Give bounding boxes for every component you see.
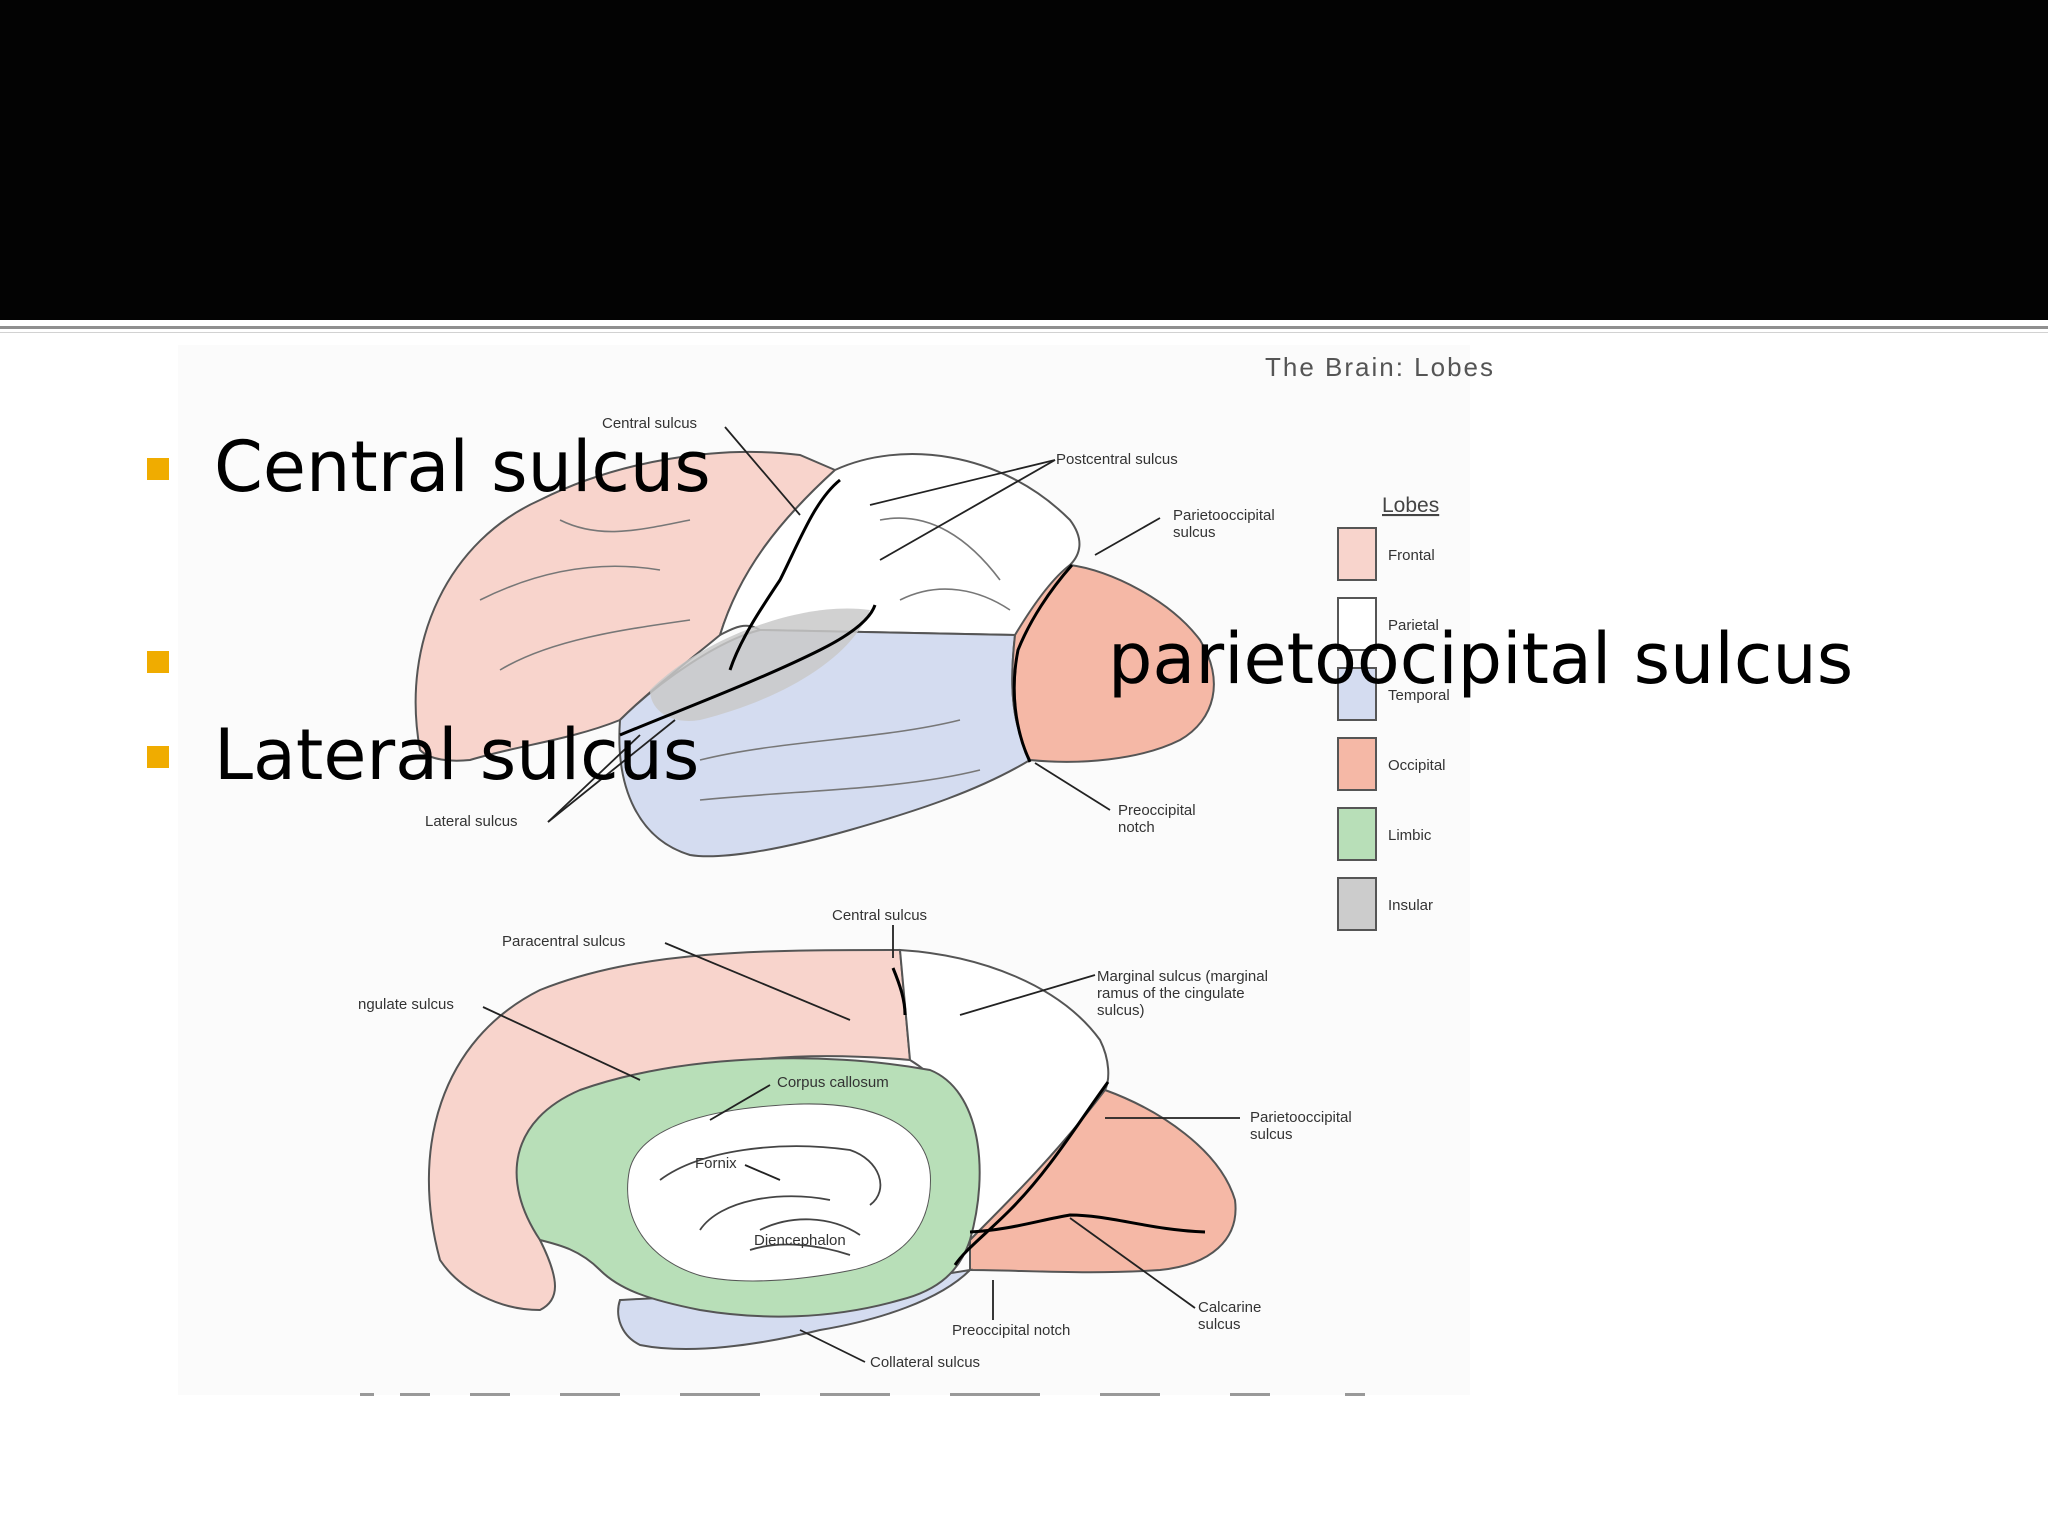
bullet-lateral-sulcus: Lateral sulcus bbox=[214, 714, 700, 796]
title-rule bbox=[0, 326, 2048, 329]
legend-label-parietal: Parietal bbox=[1388, 617, 1439, 634]
legend-title: Lobes bbox=[1382, 494, 1439, 517]
legend-label-frontal: Frontal bbox=[1388, 547, 1435, 564]
medial-label-calcarine-1: Calcarine bbox=[1198, 1299, 1261, 1316]
lateral-label-preoccipital-1: Preoccipital bbox=[1118, 802, 1196, 819]
legend-swatch-frontal bbox=[1337, 527, 1377, 581]
legend-label-insular: Insular bbox=[1388, 897, 1433, 914]
medial-diencephalon-area bbox=[628, 1104, 930, 1281]
lateral-label-lateral-sulcus: Lateral sulcus bbox=[425, 813, 518, 830]
legend-swatch-temporal bbox=[1337, 667, 1377, 721]
medial-label-central-sulcus: Central sulcus bbox=[832, 907, 927, 924]
legend-label-temporal: Temporal bbox=[1388, 687, 1450, 704]
legend-label-occipital: Occipital bbox=[1388, 757, 1446, 774]
bullet-marker bbox=[147, 651, 169, 673]
lateral-leader-lines bbox=[547, 426, 1161, 823]
medial-inner-structures bbox=[659, 1145, 882, 1256]
lateral-lateral-sulcus-line bbox=[619, 604, 877, 737]
figure-title: The Brain: Lobes bbox=[1265, 352, 1496, 382]
bullet-marker bbox=[147, 746, 169, 768]
legend-label-limbic: Limbic bbox=[1388, 827, 1432, 844]
medial-label-preoccipital-notch: Preoccipital notch bbox=[952, 1322, 1070, 1339]
medial-label-marginal-2: ramus of the cingulate bbox=[1097, 985, 1245, 1002]
figure-caption-fragments bbox=[360, 1393, 1365, 1396]
title-bar bbox=[0, 0, 2048, 320]
medial-calcarine-line bbox=[969, 1213, 1206, 1234]
medial-label-calcarine-2: sulcus bbox=[1198, 1316, 1241, 1333]
medial-label-fornix: Fornix bbox=[695, 1155, 737, 1172]
medial-brain-view: Central sulcus Paracentral sulcus ngulat… bbox=[358, 907, 1352, 1371]
bullet-marker bbox=[147, 458, 169, 480]
medial-label-marginal-3: sulcus) bbox=[1097, 1002, 1145, 1019]
legend-item-occipital: Occipital bbox=[1337, 737, 1446, 791]
bullet-central-sulcus: Central sulcus bbox=[214, 426, 711, 508]
medial-label-diencephalon: Diencephalon bbox=[754, 1232, 846, 1249]
lateral-gyri-lines bbox=[479, 517, 1011, 801]
lateral-label-parietooccipital-1: Parietooccipital bbox=[1173, 507, 1275, 524]
legend-item-parietal: Parietal bbox=[1337, 597, 1439, 651]
legend-swatch-limbic bbox=[1337, 807, 1377, 861]
medial-central-sulcus-line bbox=[891, 967, 907, 1016]
legend-item-insular: Insular bbox=[1337, 877, 1433, 931]
lateral-central-sulcus-line bbox=[728, 478, 841, 671]
medial-leader-lines bbox=[482, 925, 1240, 1363]
legend-item-limbic: Limbic bbox=[1337, 807, 1432, 861]
lobes-legend: Lobes Frontal Parietal Temporal Occipita… bbox=[1337, 494, 1450, 931]
medial-label-parietooccipital-1: Parietooccipital bbox=[1250, 1109, 1352, 1126]
lateral-occipital-lobe bbox=[1011, 563, 1215, 763]
title-rule-thin bbox=[0, 332, 2048, 333]
lateral-label-parietooccipital-2: sulcus bbox=[1173, 524, 1216, 541]
legend-swatch-occipital bbox=[1337, 737, 1377, 791]
lateral-label-preoccipital-2: notch bbox=[1118, 819, 1155, 836]
lateral-label-central-sulcus: Central sulcus bbox=[602, 415, 697, 432]
legend-swatch-insular bbox=[1337, 877, 1377, 931]
legend-swatch-parietal bbox=[1337, 597, 1377, 651]
medial-label-cingulate-sulcus: ngulate sulcus bbox=[358, 996, 454, 1013]
lateral-insular-region bbox=[650, 608, 870, 721]
legend-item-frontal: Frontal bbox=[1337, 527, 1435, 581]
lateral-label-postcentral-sulcus: Postcentral sulcus bbox=[1056, 451, 1178, 468]
medial-label-marginal-1: Marginal sulcus (marginal bbox=[1097, 968, 1268, 985]
medial-label-paracentral-sulcus: Paracentral sulcus bbox=[502, 933, 625, 950]
lateral-parietooccipital-line bbox=[1012, 564, 1074, 763]
lateral-brain-view: Central sulcus Postcentral sulcus Pariet… bbox=[414, 415, 1275, 858]
overlay-parietoocipital-sulcus: parietoocipital sulcus bbox=[1108, 618, 1854, 700]
medial-label-parietooccipital-2: sulcus bbox=[1250, 1126, 1293, 1143]
legend-item-temporal: Temporal bbox=[1337, 667, 1450, 721]
medial-parietooccipital-line bbox=[953, 1081, 1110, 1266]
medial-label-corpus-callosum: Corpus callosum bbox=[777, 1074, 889, 1091]
medial-label-collateral-sulcus: Collateral sulcus bbox=[870, 1354, 980, 1371]
